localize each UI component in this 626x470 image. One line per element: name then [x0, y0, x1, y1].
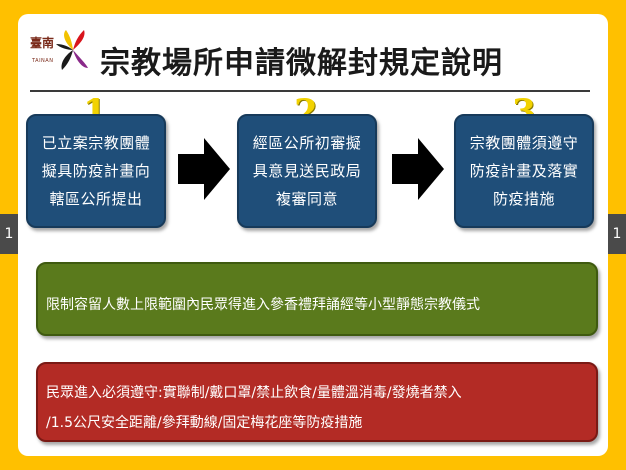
arrow-right-icon	[392, 138, 444, 200]
step-box-1: 已立案宗教團體 擬具防疫計畫向 轄區公所提出	[26, 114, 166, 228]
step-2-line-2: 具意見送民政局	[252, 162, 362, 180]
page-number-left: 1	[0, 214, 18, 254]
page-number-right: 1	[608, 214, 626, 254]
step-2-line-3: 複審同意	[275, 190, 338, 208]
capacity-notice-text: 限制容留人數上限範圍內民眾得進入參香禮拜誦經等小型靜態宗教儀式	[46, 297, 480, 313]
step-3-line-1: 宗教團體須遵守	[469, 134, 579, 152]
logo-subtext: TAINAN	[32, 58, 54, 64]
step-1-line-3: 轄區公所提出	[49, 190, 143, 208]
tainan-logo: 臺南 TAINAN	[30, 28, 92, 76]
capacity-notice: 限制容留人數上限範圍內民眾得進入參香禮拜誦經等小型靜態宗教儀式	[36, 262, 598, 336]
logo-text: 臺南	[30, 36, 55, 50]
rules-notice-line-1: 民眾進入必須遵守:實聯制/戴口罩/禁止飲食/量體溫消毒/發燒者禁入	[46, 385, 462, 401]
step-2-line-1: 經區公所初審擬	[252, 134, 362, 152]
tainan-logo-icon	[56, 30, 88, 70]
step-box-2: 經區公所初審擬 具意見送民政局 複審同意	[237, 114, 377, 228]
step-1-line-2: 擬具防疫計畫向	[41, 162, 151, 180]
rules-notice: 民眾進入必須遵守:實聯制/戴口罩/禁止飲食/量體溫消毒/發燒者禁入 /1.5公尺…	[36, 362, 598, 442]
step-1-line-1: 已立案宗教團體	[41, 134, 151, 152]
arrow-right-icon	[178, 138, 230, 200]
step-box-3: 宗教團體須遵守 防疫計畫及落實 防疫措施	[454, 114, 594, 228]
page-title: 宗教場所申請微解封規定說明	[100, 46, 503, 81]
rules-notice-line-2: /1.5公尺安全距離/參拜動線/固定梅花座等防疫措施	[46, 415, 363, 431]
title-divider	[30, 90, 590, 92]
step-3-line-3: 防疫措施	[492, 190, 555, 208]
step-3-line-2: 防疫計畫及落實	[469, 162, 579, 180]
